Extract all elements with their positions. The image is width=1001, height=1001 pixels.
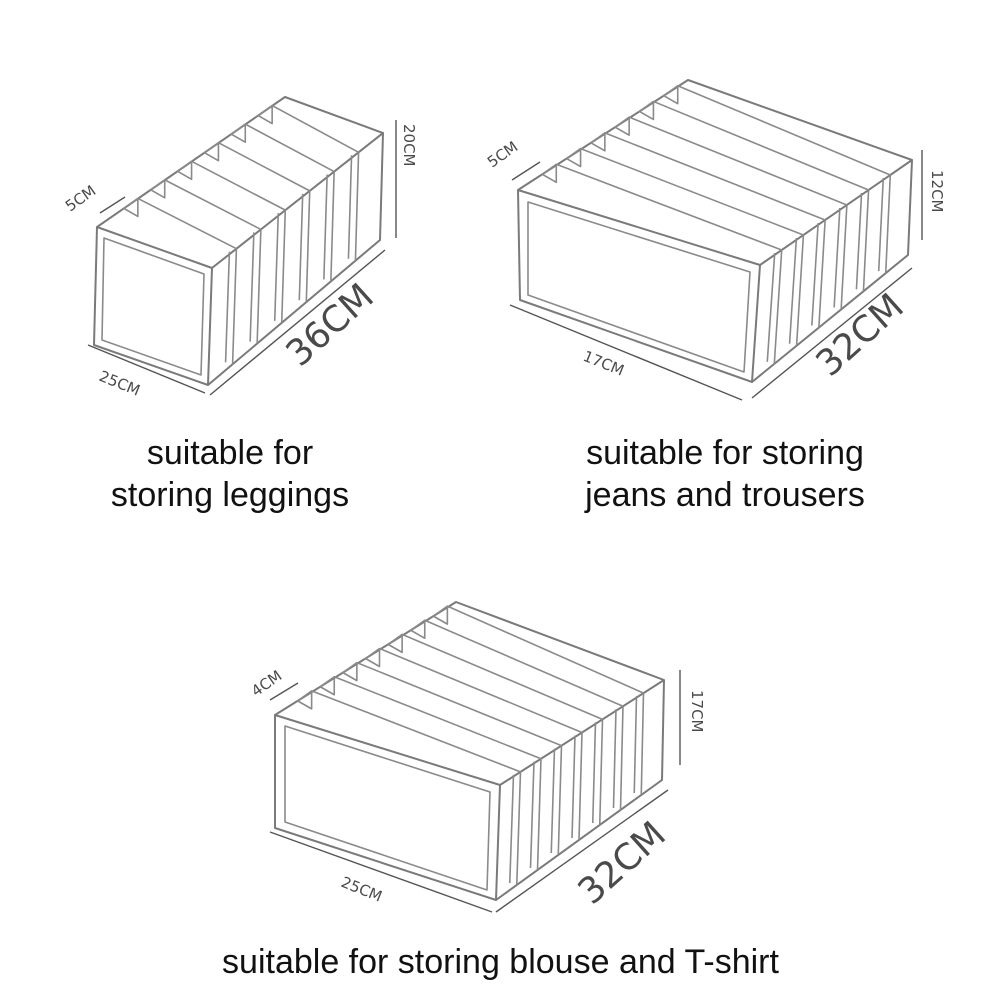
dimension-line-width xyxy=(509,304,743,401)
divider-panel xyxy=(364,647,583,841)
right-side xyxy=(751,159,913,383)
divider-panel xyxy=(257,104,360,261)
dimension-line-slot xyxy=(269,682,299,701)
dimension-line-slot xyxy=(99,196,126,214)
divider-panel xyxy=(590,132,826,328)
caption-jeans: suitable for storing jeans and trousers xyxy=(510,432,940,516)
divider-panel xyxy=(176,160,287,323)
divider-panel xyxy=(387,633,604,826)
compartment-dividers xyxy=(296,605,645,886)
height-dimension-label: 17CM xyxy=(688,690,706,733)
caption-blouse: suitable for storing blouse and T-shirt xyxy=(0,941,1001,983)
front-panel xyxy=(93,226,213,386)
caption-line: suitable for storing blouse and T-shirt xyxy=(222,943,779,981)
slot-dimension-label: 5CM xyxy=(484,138,521,172)
caption-leggings: suitable for storing leggings xyxy=(60,432,400,516)
depth-dimension-label: 32CM xyxy=(571,814,674,913)
organizer-jeans-drawing xyxy=(517,79,913,383)
front-panel xyxy=(274,714,501,901)
right-side xyxy=(495,679,665,901)
divider-panel xyxy=(230,123,335,282)
divider-panel xyxy=(319,675,542,871)
front-panel-inner xyxy=(101,237,205,376)
caption-line: suitable for storing xyxy=(586,434,864,472)
height-dimension-label: 12CM xyxy=(928,170,946,213)
front-panel xyxy=(517,189,761,383)
organizer-blouse-drawing xyxy=(274,601,665,901)
divider-panel xyxy=(614,116,848,310)
depth-dimension-label: 32CM xyxy=(809,286,912,385)
slot-dimension-label: 4CM xyxy=(248,667,285,701)
divider-panel xyxy=(662,84,892,274)
dimension-line-depth xyxy=(209,249,386,396)
right-side xyxy=(207,132,384,386)
compartment-dividers xyxy=(541,84,892,364)
front-panel-inner xyxy=(527,201,751,373)
divider-panel xyxy=(565,147,805,346)
compartment-dividers xyxy=(123,104,360,365)
dimension-line-depth xyxy=(495,789,669,913)
organizer-leggings-drawing xyxy=(93,96,384,386)
divider-panel xyxy=(432,605,645,796)
divider-panel xyxy=(409,619,624,811)
divider-panel xyxy=(541,163,783,364)
dimension-line-slot xyxy=(511,161,541,181)
divider-panel xyxy=(203,141,311,303)
divider-panel xyxy=(123,197,238,365)
divider-panel xyxy=(149,179,262,344)
caption-line: storing leggings xyxy=(110,476,350,514)
width-dimension-label: 25CM xyxy=(339,873,385,906)
dimension-line-depth xyxy=(751,267,913,399)
dimension-line-width xyxy=(87,344,206,394)
width-dimension-label: 25CM xyxy=(97,367,143,400)
divider-panel xyxy=(296,690,522,886)
slot-dimension-label: 5CM xyxy=(62,182,99,216)
divider-panel xyxy=(638,100,870,292)
divider-panel xyxy=(342,661,563,856)
dimension-line-width xyxy=(269,831,493,913)
height-dimension-label: 20CM xyxy=(400,124,418,167)
front-panel-inner xyxy=(284,725,491,891)
caption-line: suitable for xyxy=(146,434,314,472)
width-dimension-label: 17CM xyxy=(581,347,627,380)
caption-line: jeans and trousers xyxy=(585,476,865,514)
